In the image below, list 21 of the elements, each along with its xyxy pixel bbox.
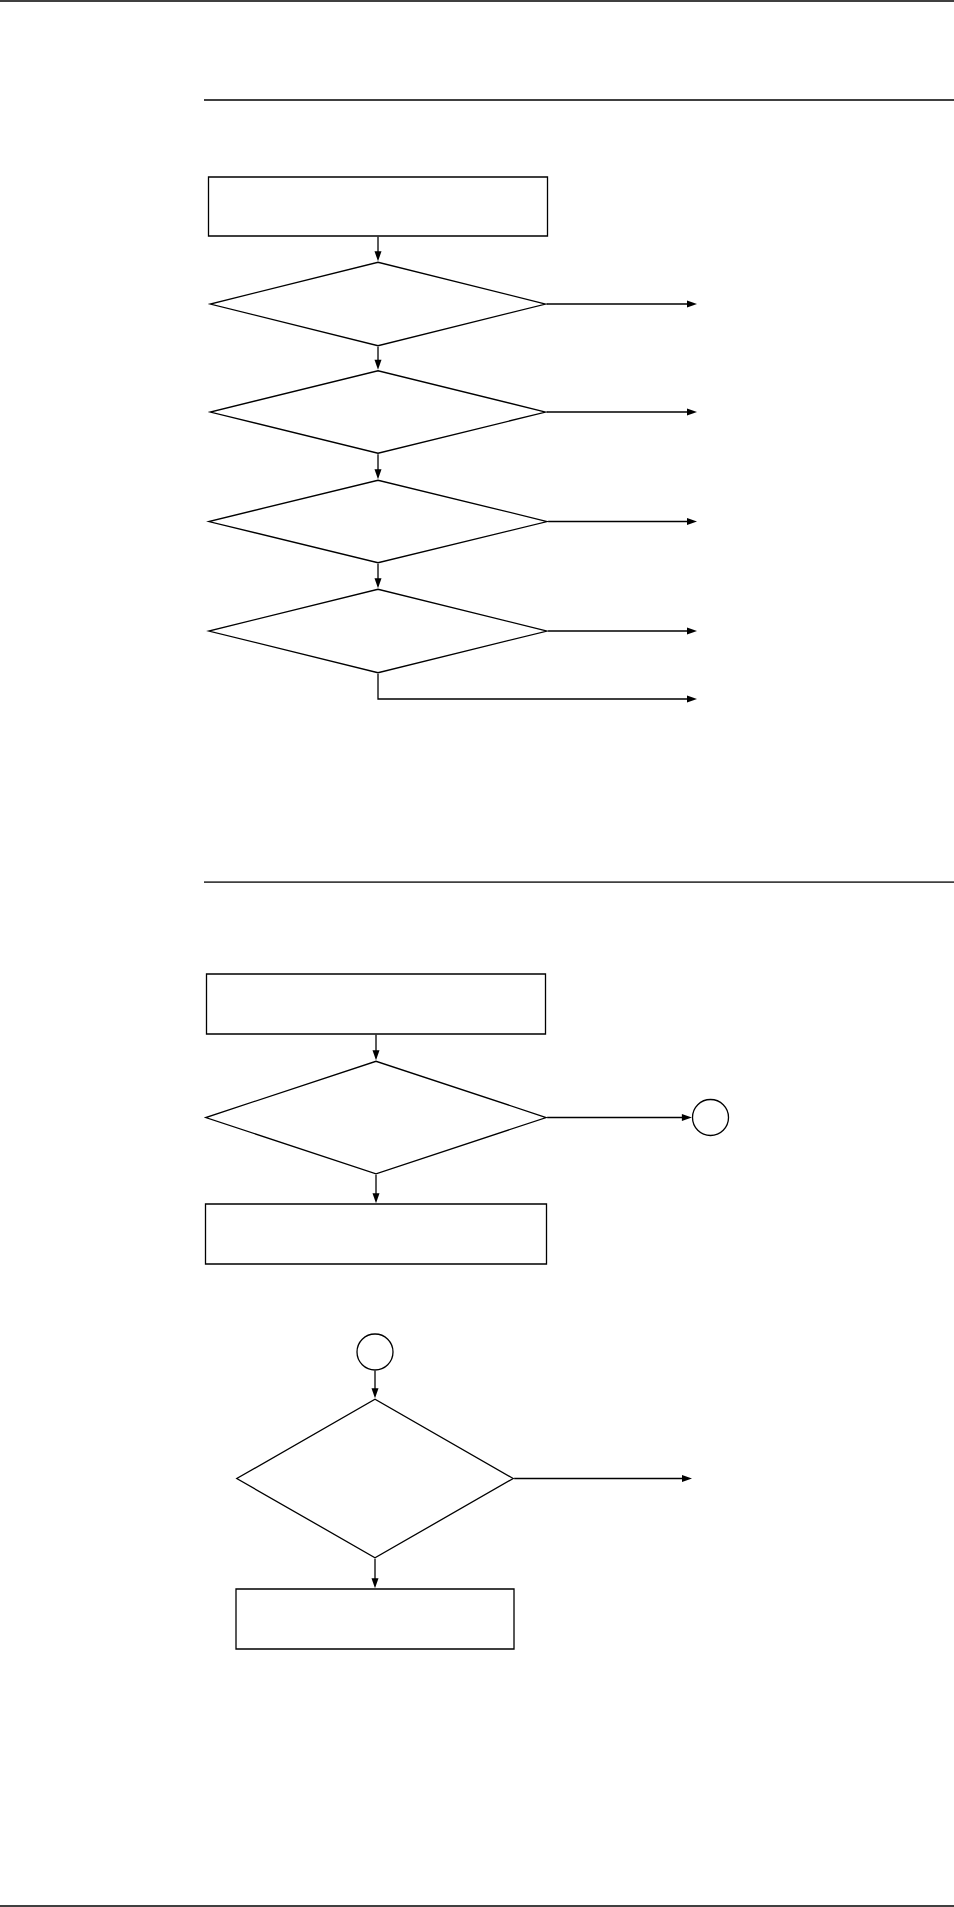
arrow	[377, 673, 697, 703]
arrow	[374, 563, 382, 589]
arrow	[546, 1114, 692, 1121]
arrow	[547, 518, 697, 525]
process-box	[235, 1588, 515, 1650]
process-box	[207, 176, 549, 237]
process-box	[205, 973, 547, 1035]
arrow	[374, 453, 382, 480]
arrow	[546, 300, 697, 308]
arrow	[374, 236, 382, 262]
arrow	[374, 346, 382, 370]
connector-circle	[691, 1098, 730, 1137]
arrow	[372, 1034, 380, 1061]
arrow	[371, 1558, 379, 1589]
arrow	[547, 627, 697, 635]
process-box	[204, 1203, 548, 1265]
arrow	[371, 1370, 379, 1399]
arrow	[372, 1174, 380, 1204]
arrow	[513, 1475, 692, 1482]
arrow	[546, 408, 697, 416]
connector-circle	[356, 1333, 394, 1371]
